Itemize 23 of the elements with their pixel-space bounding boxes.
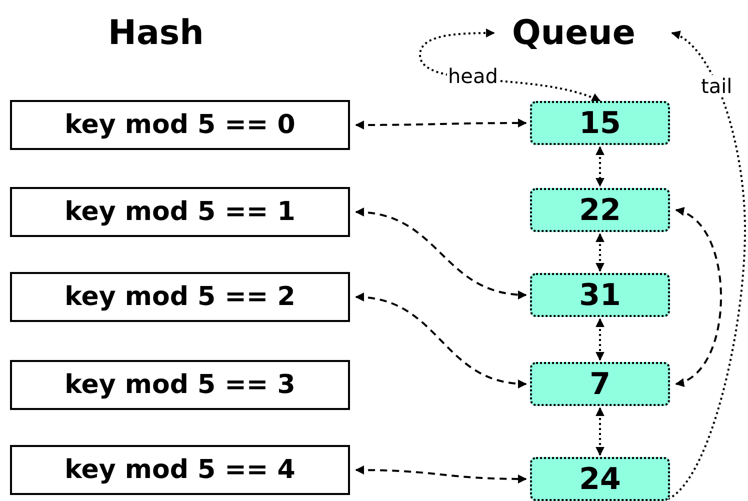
arrow (355, 118, 527, 130)
arrow (667, 32, 746, 500)
arrow (355, 466, 527, 484)
queue-node-box: 22 (530, 188, 670, 232)
hash-bucket-box: key mod 5 == 3 (10, 360, 350, 410)
arrow (596, 407, 604, 456)
hash-bucket-box: key mod 5 == 0 (10, 100, 350, 150)
arrow (355, 293, 527, 388)
hash-bucket-box: key mod 5 == 4 (10, 445, 350, 495)
heading-text: Queue (512, 13, 652, 53)
queue-node-box: 24 (530, 457, 670, 501)
queue-node-box: 31 (530, 273, 670, 317)
arrow (596, 146, 604, 187)
arrow (675, 208, 722, 386)
arrow (596, 233, 604, 272)
heading-text: Hash (108, 13, 218, 53)
queue-node-box: 7 (530, 362, 670, 406)
hash-bucket-box: key mod 5 == 1 (10, 187, 350, 237)
queue-node-box: 15 (530, 101, 670, 145)
arrow (355, 208, 527, 299)
hash-bucket-box: key mod 5 == 2 (10, 272, 350, 322)
edge-label: tail (700, 75, 734, 97)
arrow (596, 318, 604, 361)
